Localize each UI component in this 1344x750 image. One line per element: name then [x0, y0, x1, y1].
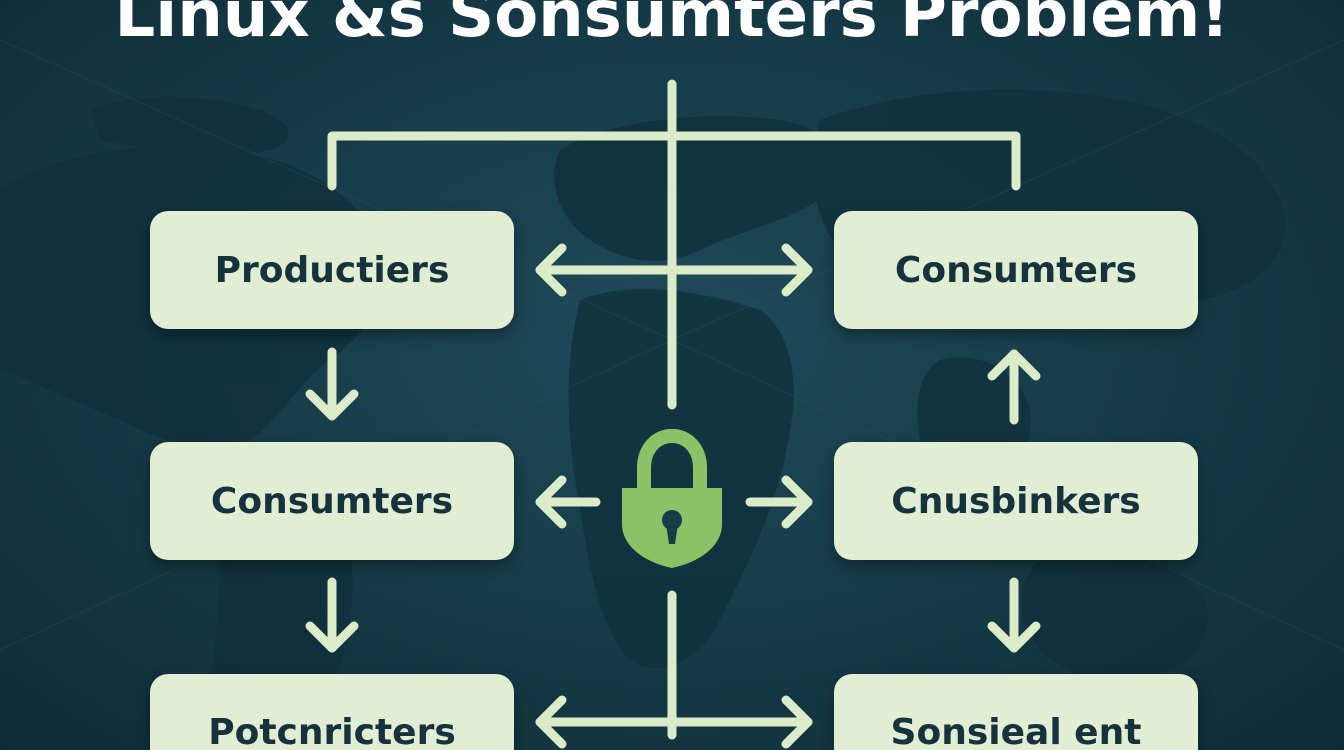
left-down-arrow-1 [305, 347, 359, 421]
node-left-top: Productiers [150, 211, 514, 329]
node-right-top: Consumters [834, 211, 1198, 329]
node-right-mid: Cnusbinkers [834, 442, 1198, 560]
top-double-arrow [535, 243, 813, 297]
node-left-bottom: Potcnricters [150, 674, 514, 750]
node-left-mid: Consumters [150, 442, 514, 560]
node-right-bottom: Sonsieal ent [834, 674, 1198, 750]
right-down-arrow [987, 577, 1041, 653]
right-up-arrow [987, 349, 1041, 425]
diagram-title: Linux &s Sonsumters Problem! [114, 0, 1230, 52]
middle-right-arrow [745, 475, 813, 529]
left-down-arrow-2 [305, 577, 359, 653]
padlock-icon [622, 428, 722, 568]
middle-left-arrow [535, 475, 601, 529]
bottom-double-arrow [535, 695, 813, 749]
